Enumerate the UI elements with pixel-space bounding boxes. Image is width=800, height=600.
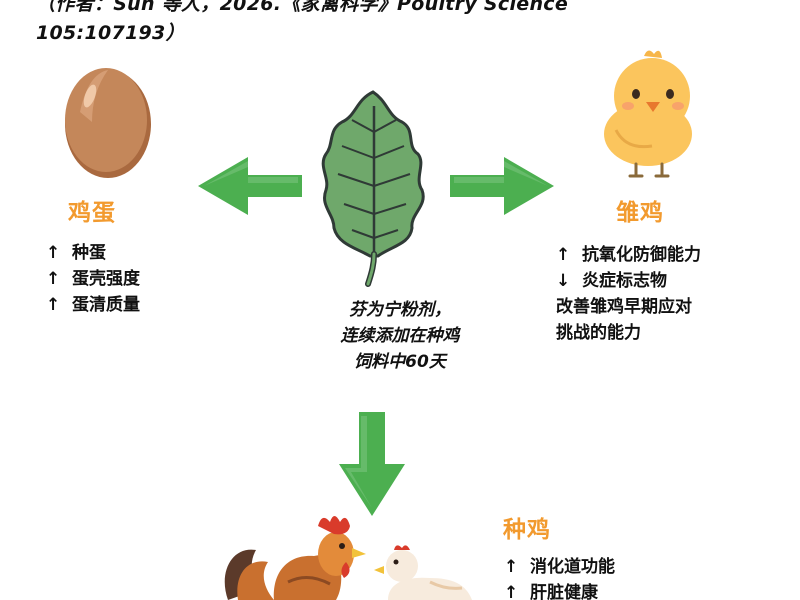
caption-line: 饲料中60天 [354, 352, 446, 372]
egg-effects-list: ↑种蛋 ↑蛋壳强度 ↑蛋清质量 [46, 240, 140, 318]
chick-icon [604, 50, 692, 178]
arrow-right-icon [450, 157, 554, 215]
list-item: ↑肝脏健康 [504, 583, 598, 600]
list-item: ↑种蛋 [46, 243, 106, 263]
egg-title: 鸡蛋 [68, 200, 116, 226]
egg-icon [65, 68, 151, 178]
list-item: ↑蛋壳强度 [46, 269, 140, 289]
supplement-caption: 芬为宁粉剂， 连续添加在种鸡 饲料中60天 [300, 297, 500, 375]
caption-line: 连续添加在种鸡 [340, 326, 460, 346]
list-item: ↑蛋清质量 [46, 295, 140, 315]
list-item: ↑抗氧化防御能力 [556, 245, 701, 265]
list-item: 改善雏鸡早期应对 [556, 297, 692, 317]
chick-effects-list: ↑抗氧化防御能力 ↓炎症标志物 改善雏鸡早期应对 挑战的能力 [556, 242, 701, 346]
breeder-effects-list: ↑消化道功能 ↑肝脏健康 [504, 554, 615, 600]
list-item: ↓炎症标志物 [556, 271, 667, 291]
caption-line: 芬为宁粉剂， [349, 300, 451, 320]
chick-title: 雏鸡 [616, 200, 664, 226]
arrow-down-icon [339, 412, 405, 516]
leaf-icon [321, 90, 425, 287]
list-item: 挑战的能力 [556, 323, 641, 343]
citation: （作者：Sun 等人，2026.《家禽科学》Poultry Science 10… [36, 0, 569, 44]
breeder-title: 种鸡 [503, 517, 551, 543]
rooster-icon [224, 516, 366, 600]
list-item: ↑消化道功能 [504, 557, 615, 577]
hen-icon [374, 545, 472, 600]
arrow-left-icon [198, 157, 302, 215]
